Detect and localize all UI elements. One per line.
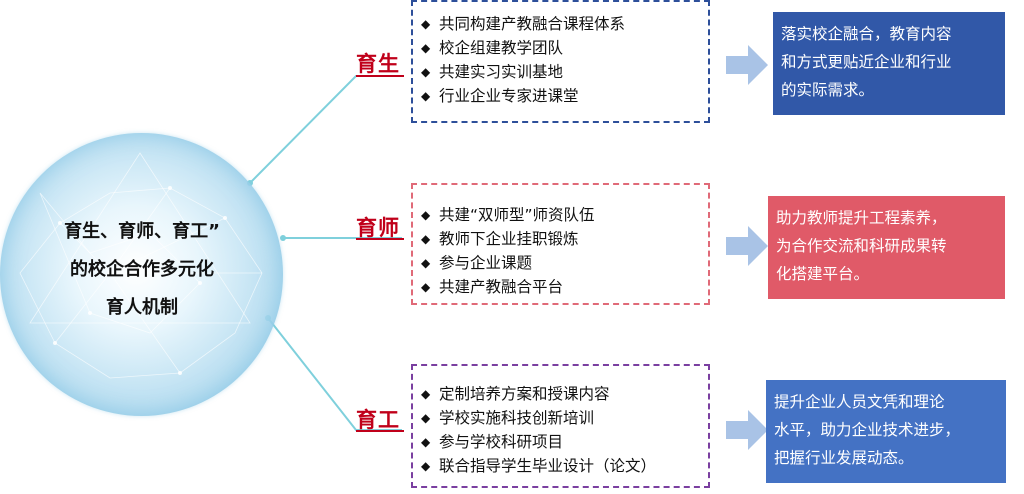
list-item: ◆校企组建教学团队 xyxy=(421,36,708,60)
list-item: ◆共建产教融合平台 xyxy=(421,275,708,299)
center-title: 育生、育师、育工” 的校企合作多元化 育人机制 xyxy=(14,213,270,327)
right-arrow-icon xyxy=(726,226,768,266)
list-item: ◆共建“双师型”师资队伍 xyxy=(421,203,708,227)
diamond-bullet-icon: ◆ xyxy=(421,232,431,246)
list-item: ◆学校实施科技创新培训 xyxy=(421,406,708,430)
result-box-yusheng: 落实校企融合，教育内容 和方式更贴近企业和行业 的实际需求。 xyxy=(773,12,1005,115)
list-item: ◆行业企业专家进课堂 xyxy=(421,84,708,108)
result-line: 提升企业人员文凭和理论 xyxy=(774,393,945,411)
branch-underline xyxy=(356,430,404,432)
diamond-bullet-icon: ◆ xyxy=(421,256,431,270)
result-line: 和方式更贴近企业和行业 xyxy=(781,53,952,71)
list-item: ◆共建实习实训基地 xyxy=(421,60,708,84)
measures-box-yugong: ◆定制培养方案和授课内容 ◆学校实施科技创新培训 ◆参与学校科研项目 ◆联合指导… xyxy=(411,364,710,488)
list-item: ◆共同构建产教融合课程体系 xyxy=(421,12,708,36)
center-title-line: 育人机制 xyxy=(106,297,178,318)
list-item: ◆定制培养方案和授课内容 xyxy=(421,382,708,406)
result-box-yushi: 助力教师提升工程素养， 为合作交流和科研成果转 化搭建平台。 xyxy=(768,196,1005,299)
diamond-bullet-icon: ◆ xyxy=(421,411,431,425)
result-line: 为合作交流和科研成果转 xyxy=(776,237,947,255)
center-sphere xyxy=(0,133,283,416)
diamond-bullet-icon: ◆ xyxy=(421,459,431,473)
branch-underline xyxy=(356,75,404,77)
result-line: 助力教师提升工程素养， xyxy=(776,209,947,227)
result-line: 的实际需求。 xyxy=(781,81,875,99)
measures-box-yusheng: ◆共同构建产教融合课程体系 ◆校企组建教学团队 ◆共建实习实训基地 ◆行业企业专… xyxy=(411,0,710,123)
right-arrow-icon xyxy=(726,45,768,85)
branch-label-yushi: 育师 xyxy=(356,216,400,240)
diamond-bullet-icon: ◆ xyxy=(421,65,431,79)
result-line: 化搭建平台。 xyxy=(776,265,870,283)
list-item: ◆联合指导学生毕业设计（论文） xyxy=(421,454,708,478)
diamond-bullet-icon: ◆ xyxy=(421,435,431,449)
diamond-bullet-icon: ◆ xyxy=(421,208,431,222)
list-item: ◆参与企业课题 xyxy=(421,251,708,275)
network-pattern-icon xyxy=(19,152,263,379)
result-line: 水平，助力企业技术进步， xyxy=(774,421,961,439)
diamond-bullet-icon: ◆ xyxy=(421,41,431,55)
result-line: 落实校企融合，教育内容 xyxy=(781,25,952,43)
branch-label-yugong: 育工 xyxy=(356,408,400,432)
result-line: 把握行业发展动态。 xyxy=(774,449,914,467)
result-box-yugong: 提升企业人员文凭和理论 水平，助力企业技术进步， 把握行业发展动态。 xyxy=(766,380,1006,483)
diamond-bullet-icon: ◆ xyxy=(421,17,431,31)
diamond-bullet-icon: ◆ xyxy=(421,280,431,294)
center-title-line: 的校企合作多元化 xyxy=(70,259,214,280)
branch-label-yusheng: 育生 xyxy=(356,52,400,76)
list-item: ◆参与学校科研项目 xyxy=(421,430,708,454)
diamond-bullet-icon: ◆ xyxy=(421,387,431,401)
measures-box-yushi: ◆共建“双师型”师资队伍 ◆教师下企业挂职锻炼 ◆参与企业课题 ◆共建产教融合平… xyxy=(411,183,710,305)
right-arrow-icon xyxy=(726,410,768,450)
diamond-bullet-icon: ◆ xyxy=(421,89,431,103)
list-item: ◆教师下企业挂职锻炼 xyxy=(421,227,708,251)
branch-underline xyxy=(356,238,404,240)
center-title-line: 育生、育师、育工” xyxy=(64,221,220,242)
